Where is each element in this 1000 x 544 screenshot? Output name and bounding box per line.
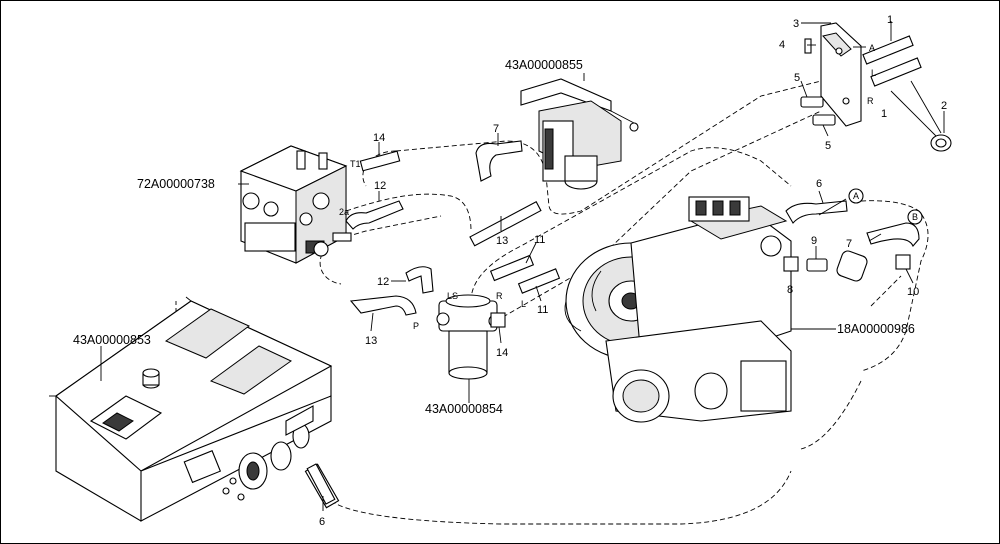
callout-7-mid: 7 [493, 123, 499, 135]
port-p: P [413, 321, 419, 331]
callout-11-top: 11 [534, 234, 545, 246]
callout-8: 8 [787, 284, 793, 296]
callout-5-bottom: 5 [825, 140, 831, 152]
callout-2a: 2a [339, 207, 349, 217]
mounting-bracket [820, 22, 862, 127]
hoses [306, 35, 952, 505]
transmission [564, 196, 792, 423]
label-filter: 43A00000854 [425, 402, 503, 416]
port-t1: T1 [350, 159, 361, 169]
port-r: R [496, 291, 503, 301]
callout-1-bottom: 1 [881, 108, 887, 120]
callout-6-top: 6 [816, 178, 822, 190]
ref-circle-a [848, 188, 864, 204]
callout-7-right: 7 [846, 238, 852, 250]
hydraulic-tank [49, 296, 340, 522]
port-ls: LS [447, 291, 458, 301]
callout-6-bottom: 6 [319, 516, 325, 528]
callout-4: 4 [779, 39, 785, 51]
bracket-port-a: A [869, 43, 875, 53]
callout-11-bottom: 11 [537, 304, 548, 316]
callout-12-bottom: 12 [377, 276, 389, 288]
bracket-port-r: R [867, 96, 874, 106]
valve-block [239, 145, 352, 264]
ref-a-label: A [853, 191, 859, 201]
ref-circle-b [907, 209, 923, 225]
callout-13-bottom: 13 [365, 335, 377, 347]
label-pump-bracket: 43A00000855 [505, 58, 583, 72]
callout-12-top: 12 [374, 180, 386, 192]
ref-b-label: B [912, 212, 918, 222]
port-l: L [521, 299, 526, 309]
label-tank: 43A00000853 [73, 333, 151, 347]
callout-14-top: 14 [373, 132, 385, 144]
callout-13-top: 13 [496, 235, 508, 247]
callout-14-bottom: 14 [496, 347, 508, 359]
callout-1-top: 1 [887, 14, 893, 26]
label-transmission: 18A00000986 [837, 322, 915, 336]
bracket-port-l: L [871, 68, 876, 78]
callout-3: 3 [793, 18, 799, 30]
pump-bracket [520, 78, 639, 190]
label-valve-block: 72A00000738 [137, 177, 215, 191]
filter [436, 294, 502, 380]
callout-5-top: 5 [794, 72, 800, 84]
callout-10: 10 [907, 286, 919, 298]
callout-9: 9 [811, 235, 817, 247]
leader-lines [100, 21, 945, 511]
callout-2: 2 [941, 100, 947, 112]
